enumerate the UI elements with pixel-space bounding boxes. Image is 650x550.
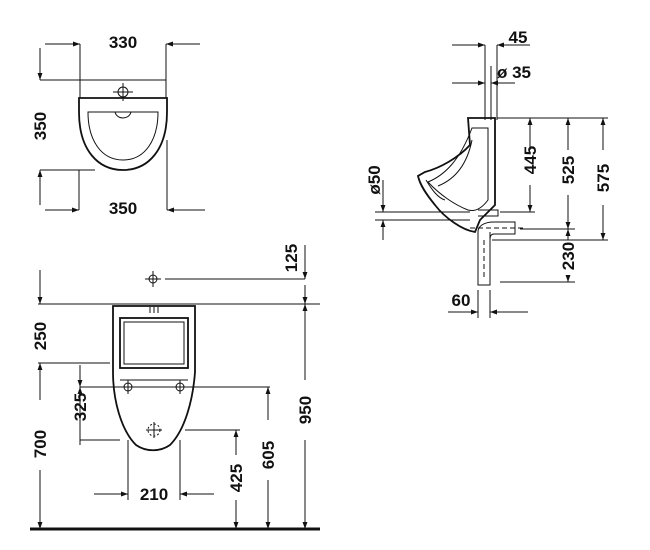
dim-700: 700 — [31, 430, 50, 458]
dim-950: 950 — [296, 396, 315, 424]
dim-525: 525 — [559, 156, 578, 184]
outlet-symbol — [146, 422, 162, 438]
front-view: 125 250 325 700 950 605 425 210 — [30, 244, 320, 531]
dim-605: 605 — [259, 441, 278, 469]
side-view: 45 ø 35 ø50 445 525 575 230 60 — [365, 28, 613, 318]
inlet-symbol — [145, 271, 161, 287]
dim-inlet-diameter: ø50 — [365, 165, 384, 194]
dim-325: 325 — [71, 393, 90, 421]
top-view: 330 350 350 — [31, 33, 205, 218]
dim-45: 45 — [509, 28, 528, 47]
side-view-urinal — [416, 117, 525, 286]
front-view-urinal — [112, 305, 196, 452]
dim-pipe-diameter: ø 35 — [497, 63, 531, 82]
dim-350-width: 350 — [109, 199, 137, 218]
dim-575: 575 — [594, 164, 613, 192]
dim-125: 125 — [282, 244, 301, 272]
top-view-bowl — [78, 79, 168, 171]
dim-60: 60 — [452, 291, 471, 310]
dim-350-height: 350 — [31, 112, 50, 140]
dim-330: 330 — [109, 33, 137, 52]
dim-425: 425 — [227, 464, 246, 492]
dim-230: 230 — [559, 242, 578, 270]
dim-250: 250 — [31, 322, 50, 350]
dim-445: 445 — [521, 146, 540, 174]
dim-210: 210 — [140, 485, 168, 504]
